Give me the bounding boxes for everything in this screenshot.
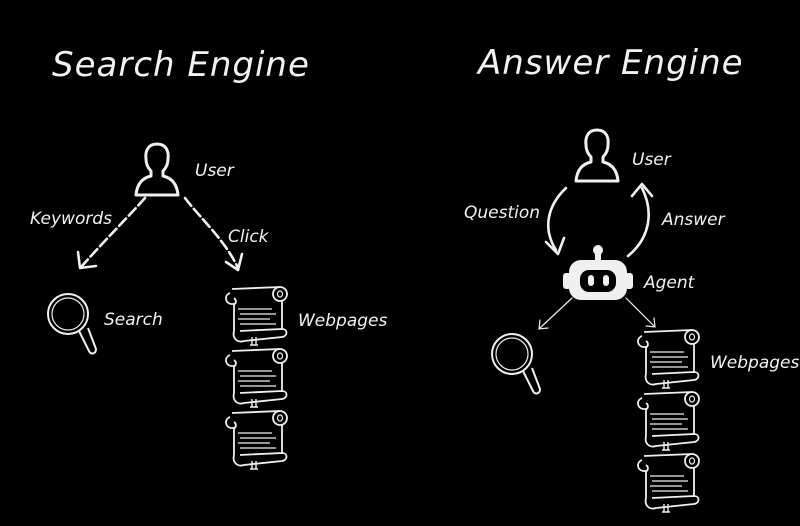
webpages-stack	[225, 286, 288, 470]
user-label: User	[195, 161, 235, 181]
scroll-icon	[637, 391, 700, 451]
answer-arrow	[626, 182, 654, 258]
magnifier-icon	[47, 293, 97, 355]
search-engine-title: Search Engine	[52, 45, 310, 85]
keywords-arrow	[76, 196, 147, 270]
agent-label: Agent	[643, 273, 696, 293]
search-label: Search	[104, 310, 163, 330]
user-icon	[574, 128, 620, 183]
question-label: Question	[464, 203, 540, 223]
user-label: User	[632, 150, 672, 170]
answer-engine-title: Answer Engine	[476, 43, 744, 83]
webpages-label: Webpages	[298, 311, 388, 331]
webpages-stack	[637, 329, 700, 513]
scroll-icon	[225, 286, 288, 346]
scroll-icon	[637, 329, 700, 389]
scroll-icon	[225, 410, 288, 470]
agent-webpages-arrow	[625, 297, 656, 328]
agent-search-arrow	[538, 297, 573, 330]
keywords-label: Keywords	[30, 209, 112, 229]
webpages-label: Webpages	[710, 353, 800, 373]
answer-label: Answer	[661, 210, 726, 230]
click-label: Click	[228, 227, 270, 247]
robot-icon	[563, 245, 633, 300]
click-arrow	[183, 196, 244, 272]
scroll-icon	[637, 453, 700, 513]
scroll-icon	[225, 348, 288, 408]
user-icon	[134, 142, 180, 197]
question-arrow	[544, 186, 568, 256]
magnifier-icon	[491, 333, 541, 395]
